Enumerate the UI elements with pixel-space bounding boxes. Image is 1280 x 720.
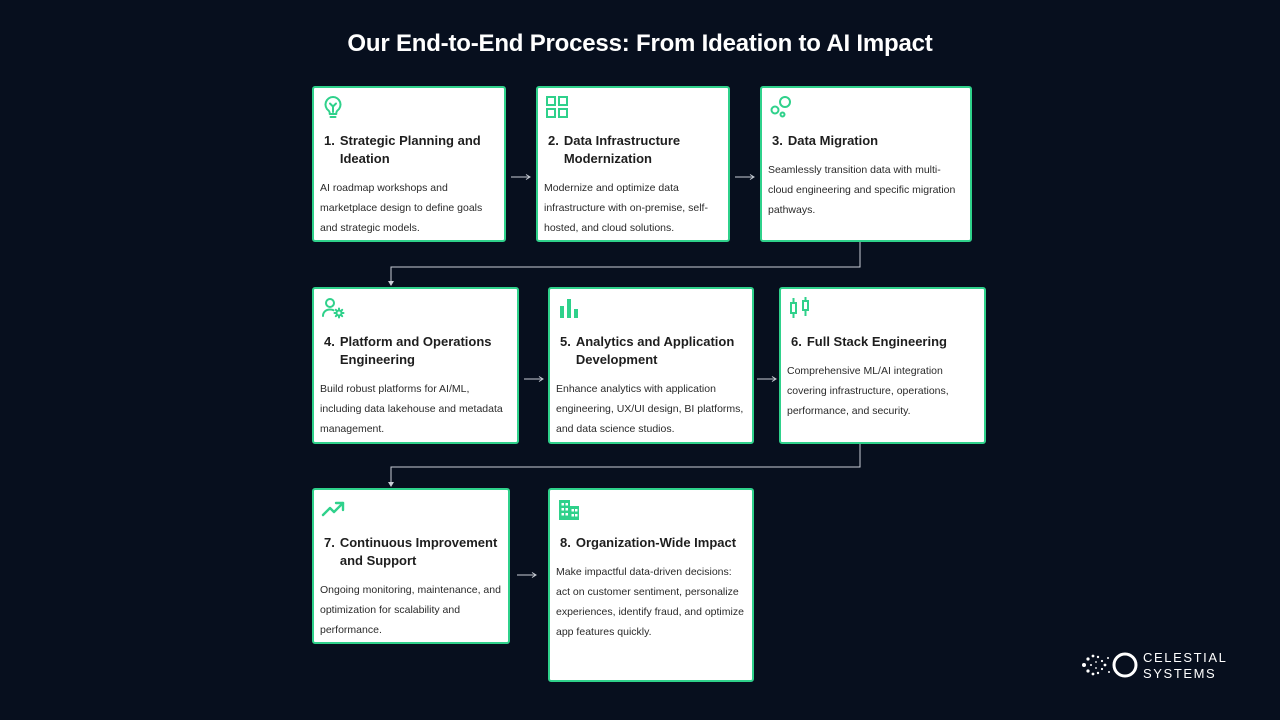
celestial-systems-logo: CELESTIAL SYSTEMS <box>1079 648 1239 684</box>
step-title: Analytics and Application Development <box>575 334 735 367</box>
step-description: Build robust platforms for AI/ML, includ… <box>320 383 503 435</box>
step-card-5: 5. Analytics and Application Development… <box>548 287 754 444</box>
step-title: Data Migration <box>787 133 879 148</box>
step-description: Comprehensive ML/AI integration covering… <box>787 365 949 417</box>
logo-line-1: CELESTIAL <box>1143 650 1228 665</box>
step-number: 1. <box>324 133 335 148</box>
step-description: Ongoing monitoring, maintenance, and opt… <box>320 584 501 636</box>
step-card-6: 6. Full Stack Engineering Comprehensive … <box>779 287 986 444</box>
building-icon <box>556 496 582 522</box>
step-title: Continuous Improvement and Support <box>339 535 498 568</box>
step-heading: 6. Full Stack Engineering <box>791 333 979 351</box>
step-description: Enhance analytics with application engin… <box>556 383 744 435</box>
step-title: Full Stack Engineering <box>806 334 947 349</box>
trending-up-icon <box>320 496 346 522</box>
step-number: 7. <box>324 535 335 550</box>
step-card-4: 4. Platform and Operations Engineering B… <box>312 287 519 444</box>
step-title: Data Infrastructure Modernization <box>563 133 681 166</box>
arrow-5-to-6 <box>757 374 777 384</box>
bubbles-icon <box>768 94 794 120</box>
step-number: 5. <box>560 334 571 349</box>
arrow-1-to-2 <box>511 172 531 182</box>
step-title: Strategic Planning and Ideation <box>339 133 481 166</box>
step-number: 3. <box>772 133 783 148</box>
lightbulb-icon <box>320 94 346 120</box>
bar-chart-icon <box>556 295 582 321</box>
step-card-2: 2. Data Infrastructure Modernization Mod… <box>536 86 730 242</box>
logo-line-2: SYSTEMS <box>1143 666 1217 681</box>
step-number: 8. <box>560 535 571 550</box>
arrow-right-icon <box>524 376 544 382</box>
step-card-1: 1. Strategic Planning and Ideation AI ro… <box>312 86 506 242</box>
step-heading: 8. Organization-Wide Impact <box>560 534 747 552</box>
step-number: 6. <box>791 334 802 349</box>
logo-text: CELESTIAL SYSTEMS <box>1143 650 1228 682</box>
step-description: Modernize and optimize data infrastructu… <box>544 182 708 234</box>
step-heading: 3. Data Migration <box>772 132 965 150</box>
grid-icon <box>544 94 570 120</box>
step-description: Make impactful data-driven decisions: ac… <box>556 566 744 638</box>
step-description: AI roadmap workshops and marketplace des… <box>320 182 483 234</box>
user-gear-icon <box>320 295 346 321</box>
step-description: Seamlessly transition data with multi-cl… <box>768 164 956 216</box>
step-title: Organization-Wide Impact <box>575 535 737 550</box>
step-heading: 2. Data Infrastructure Modernization <box>548 132 723 168</box>
row2-to-row3-connector <box>390 443 861 484</box>
arrow-2-to-3 <box>735 172 755 182</box>
arrow-right-icon <box>517 572 537 578</box>
step-card-3: 3. Data Migration Seamlessly transition … <box>760 86 972 242</box>
page-title: Our End-to-End Process: From Ideation to… <box>347 30 933 57</box>
step-number: 2. <box>548 133 559 148</box>
step-card-8: 8. Organization-Wide Impact Make impactf… <box>548 488 754 682</box>
arrow-right-icon <box>511 174 531 180</box>
step-heading: 4. Platform and Operations Engineering <box>324 333 512 369</box>
arrow-right-icon <box>735 174 755 180</box>
step-number: 4. <box>324 334 335 349</box>
step-card-7: 7. Continuous Improvement and Support On… <box>312 488 510 644</box>
candlestick-icon <box>787 295 813 321</box>
step-title: Platform and Operations Engineering <box>339 334 492 367</box>
arrow-7-to-8 <box>517 570 537 580</box>
step-heading: 5. Analytics and Application Development <box>560 333 747 369</box>
arrow-4-to-5 <box>524 374 544 384</box>
arrow-right-icon <box>757 376 777 382</box>
row1-to-row2-connector <box>390 242 861 283</box>
celestial-logo-icon <box>1082 652 1138 678</box>
step-heading: 1. Strategic Planning and Ideation <box>324 132 499 168</box>
step-heading: 7. Continuous Improvement and Support <box>324 534 503 570</box>
